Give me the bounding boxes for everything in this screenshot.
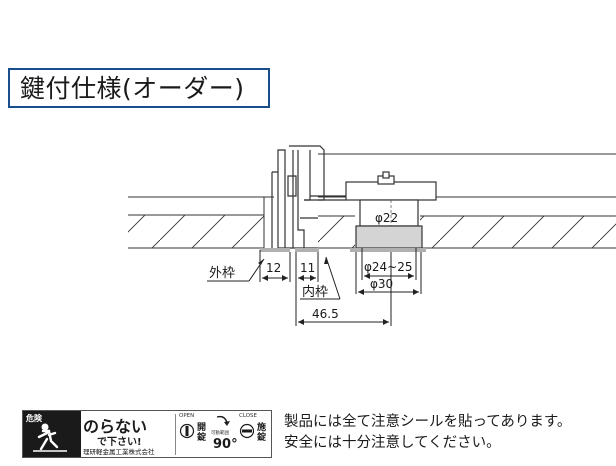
angle-caption: 可動範囲 <box>211 431 229 436</box>
rotate-arrow-icon <box>216 415 230 426</box>
key-open-icon <box>179 423 195 439</box>
page-title: 鍵付仕様(オーダー) <box>20 74 245 103</box>
warning-sticker: 危険 のらない で下さい! 理研軽金属工業株式会社 OPEN 開錠 可動範囲 9… <box>22 410 272 458</box>
dim-phi22: φ22 <box>375 211 398 225</box>
slip-person-icon <box>33 423 67 452</box>
dim-46-5: 46.5 <box>312 307 339 321</box>
sticker-separator <box>175 414 176 455</box>
label-outer-frame: 外枠 <box>209 266 235 281</box>
dim-12: 12 <box>266 261 281 275</box>
danger-panel: 危険 <box>23 411 81 457</box>
base-plate-outer <box>260 248 290 252</box>
sticker-main-text: のらない で下さい! 理研軽金属工業株式会社 <box>83 413 175 457</box>
danger-label: 危険 <box>26 414 42 423</box>
open-caption: OPEN <box>179 413 195 419</box>
notice-line-2: 安全には十分注意してください。 <box>284 435 501 451</box>
label-inner-frame: 内枠 <box>302 284 328 300</box>
notice-line-1: 製品には全て注意シールを貼ってあります。 <box>284 414 572 430</box>
dim-phi24-25: φ24~25 <box>364 260 413 274</box>
sticker-headline: のらない <box>83 417 148 436</box>
safety-notice: 製品には全て注意シールを貼ってあります。 安全には十分注意してください。 <box>284 412 571 454</box>
lock-body <box>345 171 437 252</box>
close-caption: CLOSE <box>239 413 258 419</box>
dim-phi30: φ30 <box>370 277 393 291</box>
title-box: 鍵付仕様(オーダー) <box>8 68 270 108</box>
key-close-icon <box>239 423 255 439</box>
sticker-maker: 理研軽金属工業株式会社 <box>83 448 155 456</box>
angle-value: 90° <box>213 437 238 452</box>
sticker-angle-cell: 可動範囲 90° <box>211 413 238 457</box>
dim-11: 11 <box>300 261 315 275</box>
close-kanji: 施錠 <box>257 423 267 443</box>
right-slab <box>318 196 616 249</box>
sticker-subline: で下さい! <box>97 437 142 448</box>
left-slab <box>128 196 274 249</box>
sticker-open-cell: OPEN 開錠 <box>179 413 209 457</box>
dimension-arrows <box>258 257 419 325</box>
open-kanji: 開錠 <box>197 423 207 443</box>
base-plate-inner <box>295 248 319 252</box>
sticker-close-cell: CLOSE 施錠 <box>239 413 271 457</box>
